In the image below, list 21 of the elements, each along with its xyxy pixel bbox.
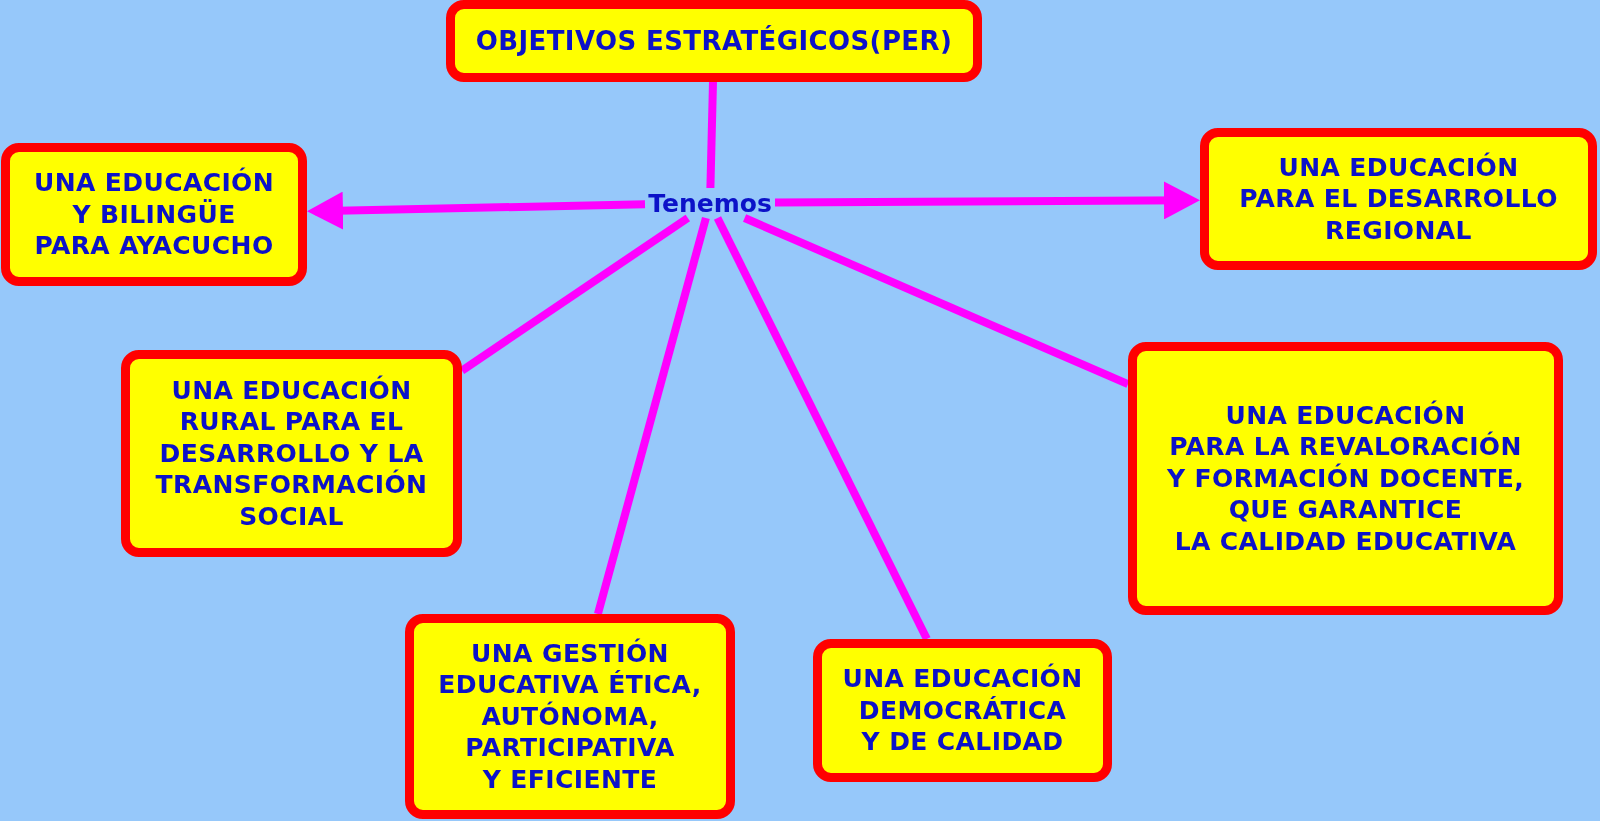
concept-box — [1128, 342, 1563, 615]
box-text: UNA EDUCACIÓN Y BILINGÜE PARA AYACUCHO — [33, 167, 275, 262]
box-text: UNA GESTIÓN EDUCATIVA ÉTICA, AUTÓNOMA, PARTICIPATIVA Y EFICIENTE — [438, 637, 702, 796]
concept-box — [1, 143, 307, 286]
connector-line — [706, 81, 717, 189]
arrow — [774, 181, 1200, 220]
concept-box — [121, 350, 462, 557]
arrow — [307, 191, 646, 230]
box-text: UNA EDUCACIÓN PARA LA REVALORACIÓN Y FORMACIÓN DOCENTE, QUE GARANTICE LA CALIDAD EDUCATIVA — [1166, 399, 1525, 558]
heading-box — [446, 0, 982, 82]
box-text: UNA EDUCACIÓN DEMOCRÁTICA Y DE CALIDAD — [842, 663, 1083, 758]
concept-box — [405, 614, 735, 819]
concept-box — [813, 639, 1112, 782]
connector-line — [713, 216, 931, 641]
box-text: UNA EDUCACIÓN RURAL PARA EL DESARROLLO Y LA TRANSFORMACIÓN SOCIAL — [155, 374, 428, 533]
box-text: UNA EDUCACIÓN PARA EL DESARROLLO REGIONAL — [1239, 151, 1558, 247]
box-text: OBJETIVOS ESTRATÉGICOS(PER) — [475, 24, 953, 58]
hub-label: Tenemos — [645, 188, 775, 218]
connector-line — [743, 214, 1130, 388]
connector-line — [594, 216, 710, 616]
concept-box — [1200, 128, 1597, 270]
